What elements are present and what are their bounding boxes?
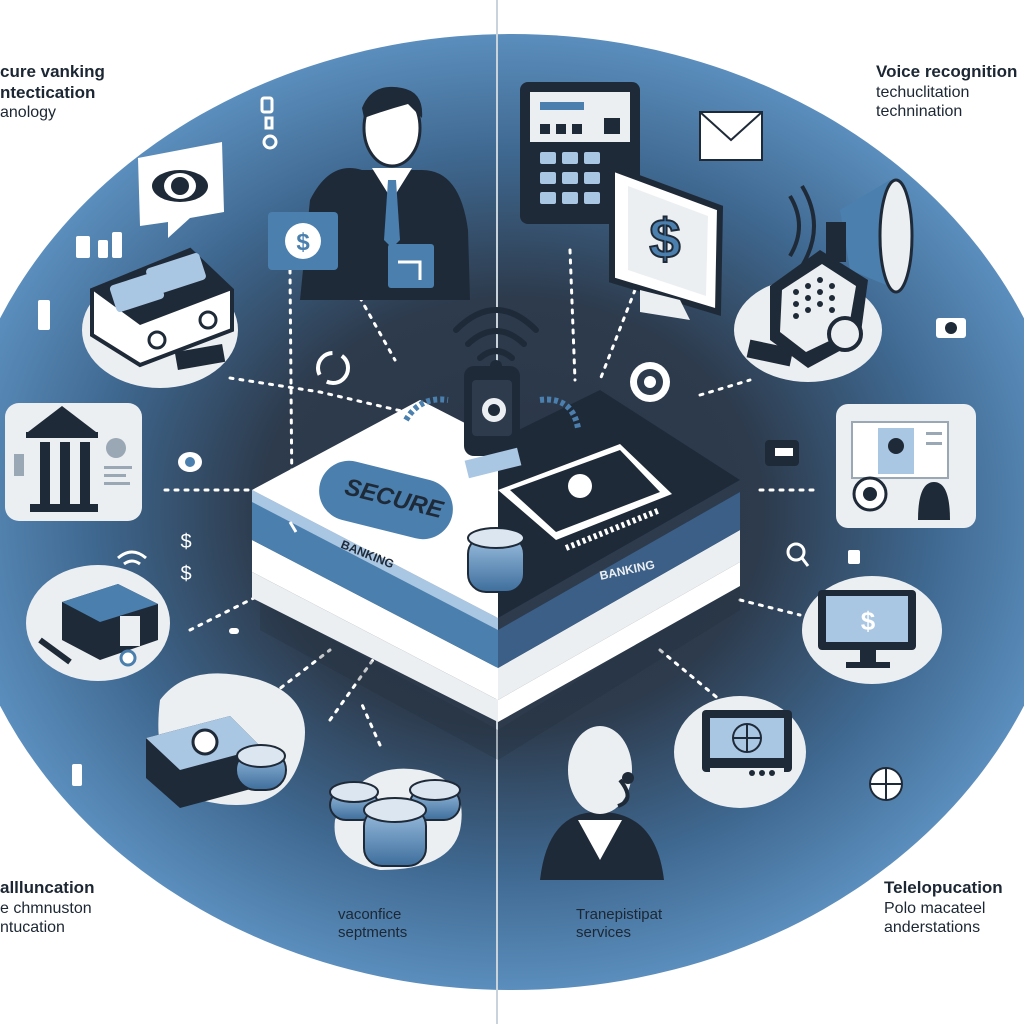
label-bottom-right-line1: Telelopucation [884, 878, 1003, 897]
checkbox-tile-icon [388, 244, 434, 288]
dollar-icon: $ [180, 531, 191, 553]
secure-banking-platform[interactable] [252, 390, 740, 760]
lock-small-icon [76, 232, 122, 258]
label-bottom-center-left-line2: septments [338, 924, 408, 942]
dollar-icon: $ [296, 229, 310, 256]
phone-keypad-node [734, 250, 882, 382]
gear-icon [630, 362, 670, 402]
signal-arcs [788, 184, 816, 268]
gear-small-icon [260, 96, 278, 150]
chat-small-icon [178, 452, 202, 472]
label-top-left-line2: ntectication [0, 82, 96, 102]
keypad-grid [540, 152, 600, 204]
label-bottom-center-right: Tranepistipat services [576, 906, 662, 943]
refresh-coin-icon [316, 351, 350, 385]
globe-small-icon [869, 767, 903, 801]
smartphone-icon [403, 366, 581, 479]
dollar-icon: $ [861, 606, 876, 636]
label-bottom-left: allluncation e chmnuston ntucation [0, 878, 94, 938]
card-tray-node [82, 247, 238, 388]
card-reader-node [26, 565, 170, 681]
label-top-right-line1: Voice recognition [876, 62, 1018, 81]
label-bottom-center-right-line2: services [576, 924, 632, 942]
label-bottom-left-line2: e chmnuston [0, 899, 92, 917]
label-bottom-right-line2: Polo macateel [884, 899, 986, 917]
id-document-node [836, 404, 976, 528]
dollar-screen-node: $ [802, 576, 942, 684]
magnifier-icon [786, 542, 810, 567]
dollar-icon: $ [649, 207, 680, 270]
dollar-icon: $ [180, 563, 191, 585]
globe-monitor-node [674, 696, 806, 808]
chat-bubble-small-icon [765, 440, 799, 466]
money-stack-node [146, 673, 305, 808]
label-bottom-left-line1: allluncation [0, 878, 95, 897]
label-top-left: cure vanking ntectication anology [0, 62, 105, 123]
camera-small-icon [936, 318, 966, 338]
coin-stack-node [329, 768, 462, 870]
keypad-dots [793, 277, 835, 319]
column-small-icon [72, 764, 82, 786]
bank-building-node [5, 403, 142, 521]
label-bottom-left-line3: ntucation [0, 919, 65, 937]
label-top-left-line1: cure vanking [0, 62, 105, 81]
label-top-right: Voice recognition techuclitation technin… [876, 62, 1017, 122]
label-top-right-line2: techuclitation [876, 83, 970, 101]
label-bottom-right-line3: anderstations [884, 919, 981, 937]
eye-bubble-icon [138, 142, 224, 238]
envelope-icon [699, 111, 763, 161]
pill-small-icon [229, 628, 239, 634]
dollar-tile-icon: $ [268, 212, 338, 270]
label-top-right-line3: technination [876, 103, 963, 121]
label-bottom-right: Telelopucation Polo macateel anderstatio… [884, 878, 1003, 938]
wifi-icon [453, 307, 539, 361]
tag-small-icon [848, 550, 860, 564]
megaphone-icon [826, 178, 914, 294]
label-bottom-center-left: vaconfice septments [338, 906, 407, 943]
dollar-monitor-node: $ [609, 163, 724, 320]
usb-small-icon [38, 300, 50, 330]
wifi-small-icon [117, 550, 147, 566]
label-top-left-line3: anology [0, 104, 57, 122]
headset-agent-icon [540, 726, 664, 880]
label-bottom-center-left-line1: vaconfice [338, 906, 402, 923]
label-bottom-center-right-line1: Tranepistipat [576, 906, 663, 923]
